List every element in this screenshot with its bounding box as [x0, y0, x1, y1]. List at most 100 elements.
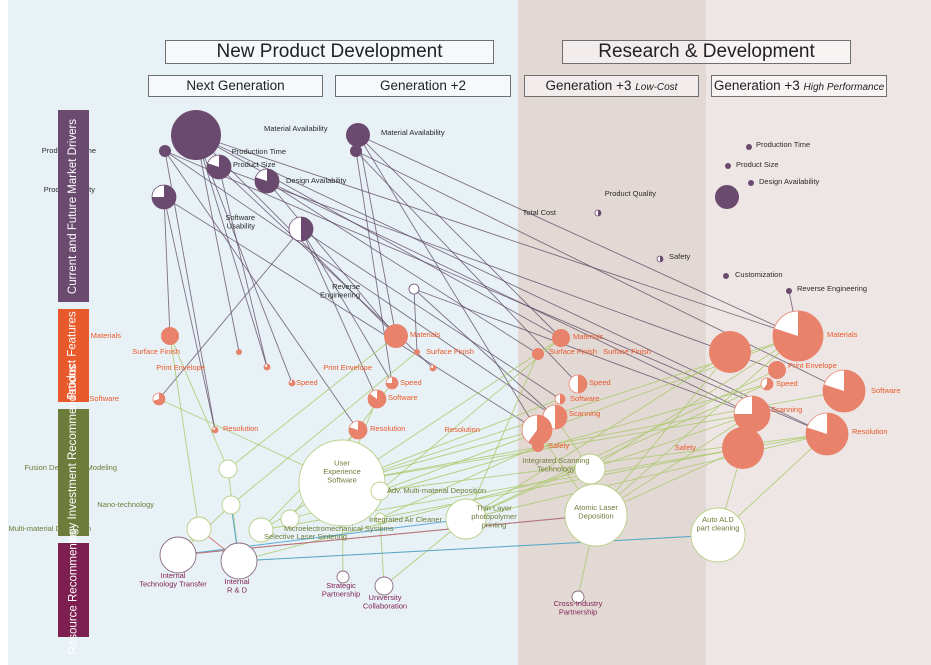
label-m2_time: Production Time	[232, 147, 286, 156]
label-t_amd: Adv. Multi-material Deposition	[387, 486, 486, 495]
node-m_rev-base	[408, 283, 420, 295]
market-link-m1_avail-f3_mat	[195, 134, 562, 339]
node-m1_avail	[171, 110, 221, 160]
market-link-m1_quality-f1_mat	[163, 196, 171, 337]
tech-link-t_iac-f4_safety	[379, 447, 744, 519]
market-link-m2_avail-f2_mat	[357, 134, 397, 337]
label-m1_design: Design Availability	[286, 176, 347, 185]
tech-link-t_thin-f4_env	[465, 369, 778, 520]
label-r_sp-line-1: Strategic	[326, 581, 356, 590]
node-t_mmd	[186, 516, 212, 542]
node-f3_safety	[532, 440, 544, 452]
node-f1_surf	[236, 349, 242, 355]
node-t_fdm	[218, 459, 238, 479]
label-f2_mat: Materials	[410, 330, 441, 339]
tech-link-t_thin-f3_surf	[465, 353, 539, 520]
node-m_safety	[660, 256, 663, 262]
label-f1_soft: Software	[89, 394, 119, 403]
tech-link-t_mmd-f1_mat	[169, 335, 200, 530]
label-t_nano: Nano-technology	[97, 500, 154, 509]
node-m4_custom	[723, 273, 729, 279]
label-r_uc-line-1: University	[369, 593, 402, 602]
generation-2-text: Generation +2	[380, 78, 466, 93]
market-link-m1_time-f4_res	[164, 150, 828, 435]
row-label-technology-investment: Technology Investment Recommendations	[58, 364, 89, 581]
market-link-m1_usab-f2_speed	[300, 228, 393, 384]
node-f1_env	[263, 364, 270, 370]
market-link-m1_design-f4_scan	[266, 180, 753, 415]
node-f2_soft	[368, 390, 387, 408]
label-f3_mat: Materials	[573, 332, 604, 341]
node-m4_design	[748, 180, 754, 186]
label-t_mmd: Multi-material Deposition	[8, 524, 91, 533]
node-r_ird	[220, 542, 258, 580]
label-m2_avail: Material Availability	[381, 128, 445, 137]
market-link-m1_avail-f4_res	[195, 134, 828, 435]
node-t_auto	[690, 507, 746, 563]
tech-link-t_ist-f4_mat	[589, 335, 799, 470]
nodes	[151, 110, 866, 604]
node-m_cost	[598, 210, 601, 216]
tech-link-t_thin-f4_res	[465, 433, 828, 520]
market-link-m2_avail-f4_mat	[357, 134, 799, 337]
tech-link-t_iac-f3_safety	[379, 445, 539, 519]
label-t_uxs-line-2: Experience	[323, 467, 361, 476]
market-link-m1_size-f4_env	[218, 166, 778, 371]
market-link-m1_usab-f1_soft	[158, 228, 302, 400]
label-f4_speed: Speed	[776, 379, 798, 388]
label-f4_scan: Scanning	[771, 405, 802, 414]
label-m4_rev: Reverse Engineering	[797, 284, 867, 293]
market-link-m2_time-f3_speed	[355, 150, 579, 385]
node-m1_quality	[152, 185, 176, 209]
market-link-m1_time-f2_res	[164, 150, 359, 431]
label-t_uxs-line-1: User	[334, 458, 350, 467]
label-f1_surf: Surface Finish	[132, 347, 180, 356]
column-header-rd-text: Research & Development	[598, 41, 815, 62]
node-f2_surf	[414, 349, 420, 355]
label-f4_mat: Materials	[827, 330, 858, 339]
label-f4_soft: Software	[871, 386, 901, 395]
label-t_uxs-line-3: Software	[327, 475, 357, 484]
node-r_cip	[571, 590, 585, 604]
node-m4_quality	[715, 185, 739, 209]
market-link-m1_design-f3_surf	[266, 180, 539, 355]
column-header-npd: New Product Development	[165, 40, 494, 64]
tech-link-t_nano-f2_surf	[230, 351, 418, 506]
column-header-npd-text: New Product Development	[216, 41, 443, 62]
node-f3_surf	[532, 348, 544, 360]
label-m1_size: Product Size	[233, 160, 276, 169]
label-t_iac: Integrated Air Cleaner	[369, 515, 442, 524]
row-label-resource-recommendations: Resource Recommenda-	[58, 526, 89, 654]
label-r_ird-line-1: Internal	[224, 577, 249, 586]
node-f2_mat	[384, 324, 408, 348]
label-t_thin-line-2: photopolymer	[471, 512, 517, 521]
row-label-market-drivers-text: Current and Future Market Drivers	[67, 118, 79, 294]
label-r_cip-line-2: Partnership	[559, 607, 597, 616]
label-t_thin-line-1: Thin Layer	[476, 503, 512, 512]
market-link-m1_size-f1_env	[218, 166, 268, 368]
label-t_ald-line-1: Atomic Laser	[574, 503, 618, 512]
node-f4_speed	[763, 378, 773, 390]
column-header-generation-3-high-performance: Generation +3 High Performance	[711, 75, 887, 97]
node-f3_mat	[552, 329, 570, 347]
row-label-resource-recommendations-text: Resource Recommenda-	[67, 526, 79, 654]
label-f3_surf: Surface Finish	[549, 347, 597, 356]
label-f2_speed: Speed	[400, 378, 422, 387]
label-r_itt-line-1: Internal	[160, 571, 185, 580]
label-f4_safety: Safety	[675, 443, 697, 452]
node-r_uc	[374, 576, 394, 596]
node-f4_safety	[722, 427, 764, 469]
market-link-m_rev-f3_scan	[413, 288, 556, 418]
column-header-generation-3-low-cost: Generation +3 Low-Cost	[524, 75, 699, 97]
node-f4_env	[768, 361, 786, 379]
label-f3_scan: Scanning	[569, 409, 600, 418]
label-m4_time: Production Time	[756, 140, 810, 149]
node-f4_surf	[709, 331, 751, 373]
market-link-m1_quality-f1_res	[163, 196, 216, 431]
